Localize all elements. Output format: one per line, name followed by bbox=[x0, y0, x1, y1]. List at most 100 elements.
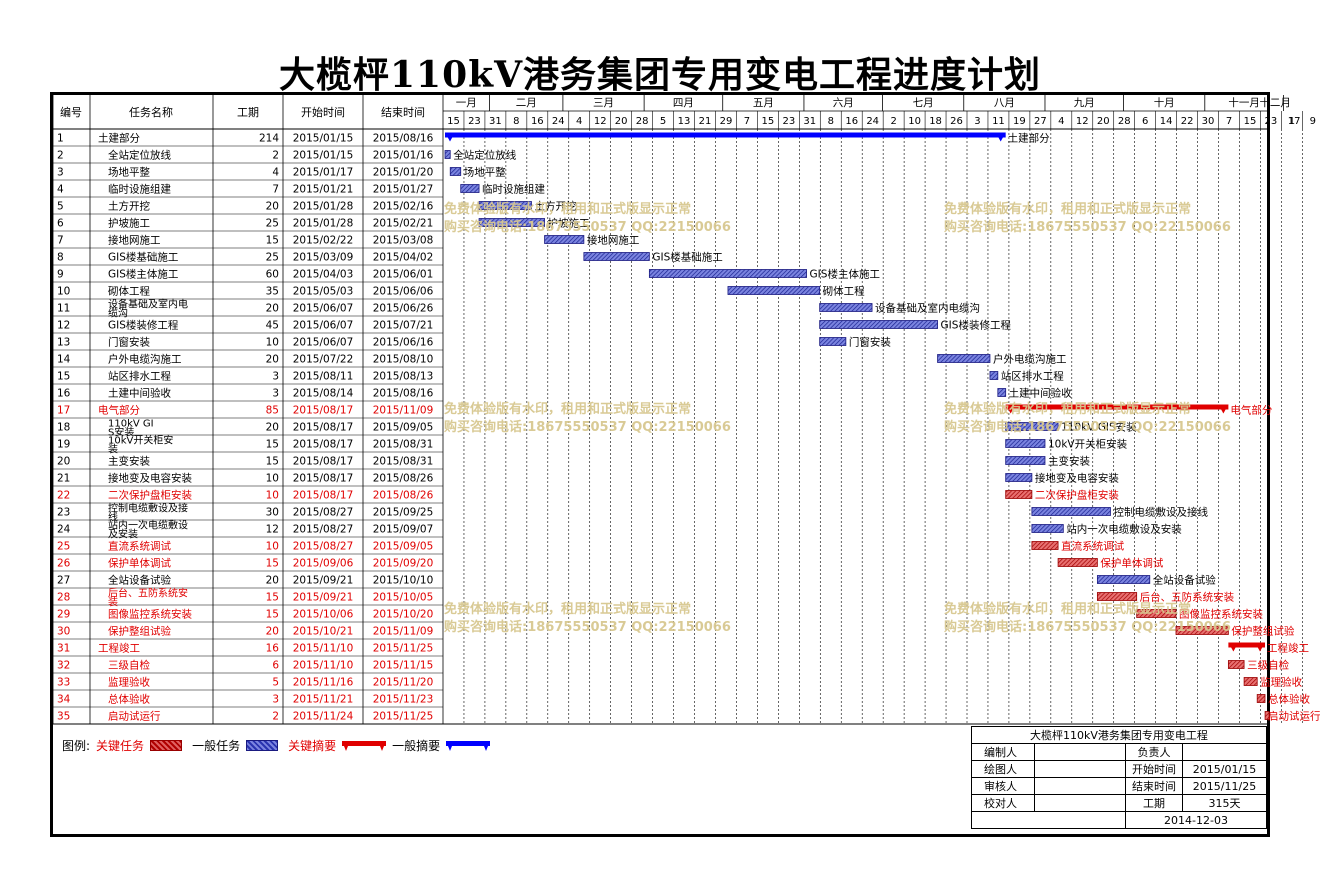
watermark-line1: 免费体验版有水印，租用和正式版显示正常 bbox=[944, 601, 1191, 617]
task-bar bbox=[1005, 490, 1033, 499]
task-bar bbox=[444, 150, 451, 159]
row-id: 32 bbox=[57, 660, 70, 672]
bar-label: 工程竣工 bbox=[1267, 642, 1309, 655]
row-end: 2015/09/25 bbox=[373, 507, 434, 519]
task-bar bbox=[1031, 524, 1064, 533]
row-name: 土方开挖 bbox=[108, 200, 150, 213]
week-label: 29 bbox=[720, 116, 733, 127]
summary-cap-end bbox=[1255, 642, 1265, 652]
week-label: 20 bbox=[615, 116, 628, 127]
legend-critical-task-swatch bbox=[150, 740, 183, 751]
watermark-line1: 免费体验版有水印，租用和正式版显示正常 bbox=[944, 201, 1191, 217]
row-name: 砌体工程 bbox=[108, 286, 150, 298]
row-id: 15 bbox=[57, 371, 70, 383]
week-label: 30 bbox=[1202, 116, 1215, 127]
watermark-line2: 购买咨询电话:18675550537 QQ:22150066 bbox=[944, 219, 1231, 235]
row-name-cont: 装 bbox=[108, 443, 118, 456]
week-label: 21 bbox=[699, 116, 712, 127]
info-end-label: 结束时间 bbox=[1125, 777, 1183, 795]
row-duration: 15 bbox=[266, 609, 279, 621]
row-start: 2015/11/21 bbox=[293, 694, 354, 706]
task-bar bbox=[989, 371, 999, 380]
row-end: 2015/10/10 bbox=[373, 575, 434, 587]
info-start-label: 开始时间 bbox=[1125, 760, 1183, 778]
row-id: 21 bbox=[57, 473, 70, 485]
row-end: 2015/09/05 bbox=[373, 422, 434, 434]
info-drawer-label: 绘图人 bbox=[971, 760, 1035, 778]
row-end: 2015/08/31 bbox=[373, 456, 434, 468]
bar-label: 主变安装 bbox=[1048, 455, 1090, 468]
row-id: 22 bbox=[57, 490, 70, 502]
bar-label: 站区排水工程 bbox=[1001, 370, 1064, 383]
row-start: 2015/10/21 bbox=[293, 626, 354, 638]
info-end: 2015/11/25 bbox=[1182, 777, 1267, 795]
week-label: 6 bbox=[1142, 116, 1148, 127]
summary-cap-start bbox=[1228, 642, 1239, 652]
row-id: 31 bbox=[57, 643, 70, 655]
row-start: 2015/08/17 bbox=[293, 473, 354, 485]
row-duration: 2 bbox=[272, 711, 279, 723]
bar-label: 总体验收 bbox=[1268, 693, 1310, 706]
row-start: 2015/08/17 bbox=[293, 439, 354, 451]
row-start: 2015/11/16 bbox=[293, 677, 354, 689]
row-duration: 3 bbox=[272, 371, 279, 383]
row-duration: 10 bbox=[266, 490, 279, 502]
month-label: 二月 bbox=[516, 97, 537, 109]
month-label: 十一月 bbox=[1228, 96, 1260, 109]
row-start: 2015/01/21 bbox=[293, 184, 354, 196]
bar-label: 保护整组试验 bbox=[1231, 625, 1294, 638]
bar-label: 保护单体调试 bbox=[1100, 557, 1163, 570]
row-start: 2015/06/07 bbox=[293, 303, 354, 315]
row-start: 2015/10/06 bbox=[293, 609, 354, 621]
week-label: 24 bbox=[866, 116, 879, 127]
row-name-cont: S安装 bbox=[108, 426, 134, 439]
bar-label: 监理验收 bbox=[1260, 676, 1302, 689]
row-duration: 20 bbox=[266, 626, 279, 638]
info-owner bbox=[1182, 743, 1267, 761]
row-start: 2015/04/03 bbox=[293, 269, 354, 281]
legend-label: 图例: bbox=[62, 739, 91, 753]
row-start: 2015/08/27 bbox=[293, 524, 354, 536]
bar-label: 控制电缆敷设及接线 bbox=[1113, 506, 1208, 519]
row-end: 2015/01/27 bbox=[373, 184, 434, 196]
row-id: 8 bbox=[57, 252, 64, 264]
month-label: 十月 bbox=[1154, 96, 1175, 109]
summary-cap-end bbox=[1218, 404, 1229, 414]
row-name: GIS楼主体施工 bbox=[108, 268, 178, 281]
row-end: 2015/01/16 bbox=[373, 150, 434, 162]
watermark-line1: 免费体验版有水印，租用和正式版显示正常 bbox=[444, 201, 691, 217]
week-label: 17 bbox=[1288, 116, 1301, 127]
watermark-line2: 购买咨询电话:18675550537 QQ:22150066 bbox=[444, 419, 731, 435]
row-end: 2015/03/08 bbox=[373, 235, 434, 247]
row-start: 2015/08/17 bbox=[293, 490, 354, 502]
row-name: 直流系统调试 bbox=[108, 540, 171, 553]
week-label: 23 bbox=[1265, 116, 1278, 127]
chart-frame bbox=[50, 92, 1270, 837]
row-id: 23 bbox=[57, 507, 70, 519]
task-bar bbox=[1243, 677, 1258, 686]
row-start: 2015/11/10 bbox=[293, 660, 354, 672]
row-id: 27 bbox=[57, 575, 70, 587]
row-name: 主变安装 bbox=[108, 455, 150, 468]
row-name: 站内一次电缆敷设 bbox=[108, 519, 188, 532]
column-header: 工期 bbox=[237, 106, 259, 119]
legend-normal-task-label: 一般任务 bbox=[192, 739, 241, 753]
column-header: 结束时间 bbox=[381, 106, 425, 119]
row-name: 工程竣工 bbox=[98, 642, 140, 655]
row-start: 2015/08/27 bbox=[293, 507, 354, 519]
row-name: 接地变及电容安装 bbox=[108, 472, 192, 485]
task-bar bbox=[997, 388, 1007, 397]
month-label: 七月 bbox=[913, 97, 934, 109]
row-end: 2015/02/21 bbox=[373, 218, 434, 230]
row-id: 17 bbox=[57, 405, 70, 417]
row-end: 2015/08/16 bbox=[373, 388, 434, 400]
bar-label: 电气部分 bbox=[1230, 404, 1272, 417]
summary-bar bbox=[1005, 404, 1229, 410]
row-name: 门窗安装 bbox=[108, 336, 150, 349]
month-label: 六月 bbox=[833, 97, 854, 109]
row-name: 控制电缆敷设及接 bbox=[108, 502, 188, 515]
bar-label: 接地变及电容安装 bbox=[1035, 472, 1119, 485]
watermark-line2: 购买咨询电话:18675550537 QQ:22150066 bbox=[944, 419, 1231, 435]
row-end: 2015/06/26 bbox=[373, 303, 434, 315]
row-id: 18 bbox=[57, 422, 70, 434]
